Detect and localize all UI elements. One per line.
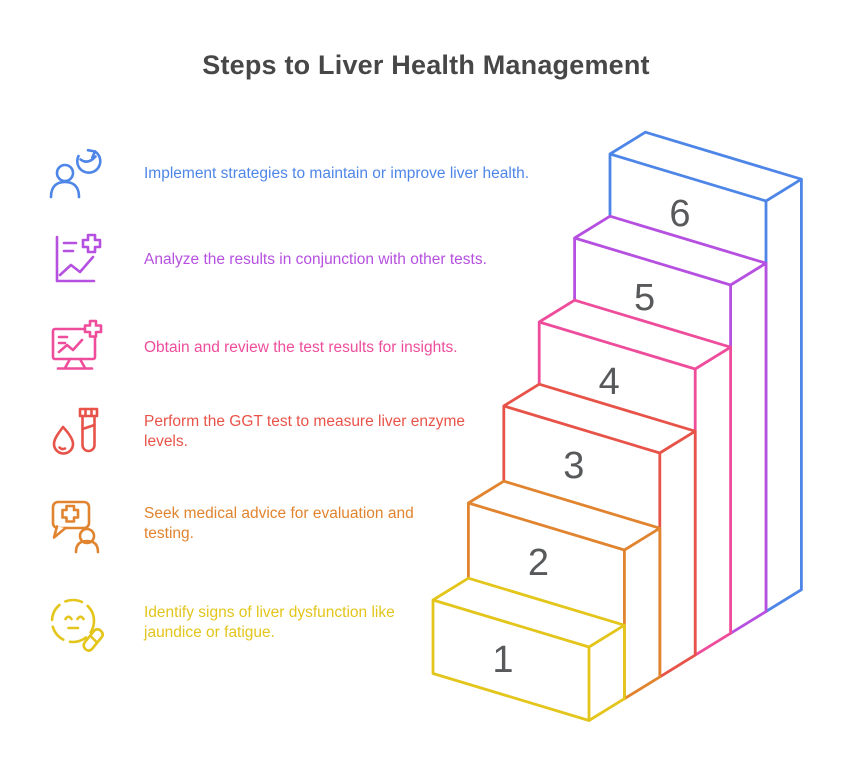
step-box-1: 1 <box>431 576 626 722</box>
chart-cross-icon <box>42 226 110 294</box>
monitor-chart-icon <box>42 314 110 382</box>
step-row-3: Perform the GGT test to measure liver en… <box>42 398 465 466</box>
description-line: Analyze the results in conjunction with … <box>144 251 487 268</box>
medical-consult-icon <box>42 490 110 558</box>
blood-test-icon <box>42 398 110 466</box>
step-row-4: Obtain and review the test results for i… <box>42 314 458 382</box>
step-description: Analyze the results in conjunction with … <box>144 250 487 270</box>
step-number: 6 <box>669 193 690 235</box>
step-number: 5 <box>634 277 655 319</box>
step-description: Seek medical advice for evaluation and t… <box>144 504 414 544</box>
description-line: Seek medical advice for evaluation and <box>144 505 414 522</box>
step-number: 4 <box>599 361 620 403</box>
step-description: Perform the GGT test to measure liver en… <box>144 412 465 452</box>
person-refresh-icon <box>42 140 110 208</box>
step-number: 1 <box>492 639 513 681</box>
step-row-1: Identify signs of liver dysfunction like… <box>42 589 395 657</box>
step-row-2: Seek medical advice for evaluation and t… <box>42 490 414 558</box>
description-line: testing. <box>144 525 194 542</box>
step-row-6: Implement strategies to maintain or impr… <box>42 140 529 208</box>
description-line: Implement strategies to maintain or impr… <box>144 165 530 182</box>
description-line: Obtain and review the test results for i… <box>144 339 458 356</box>
description-line: jaundice or fatigue. <box>144 624 275 641</box>
description-line: Perform the GGT test to measure liver en… <box>144 413 466 430</box>
step-description: Identify signs of liver dysfunction like… <box>144 603 395 643</box>
description-line: levels. <box>144 433 188 450</box>
step-row-5: Analyze the results in conjunction with … <box>42 226 487 294</box>
page-title: Steps to Liver Health Management <box>202 50 650 80</box>
step-description: Obtain and review the test results for i… <box>144 338 458 358</box>
step-description: Implement strategies to maintain or impr… <box>144 164 529 184</box>
step-number: 2 <box>528 542 549 584</box>
face-symptoms-icon <box>42 589 110 657</box>
description-line: Identify signs of liver dysfunction like <box>144 604 395 621</box>
step-number: 3 <box>563 445 584 487</box>
